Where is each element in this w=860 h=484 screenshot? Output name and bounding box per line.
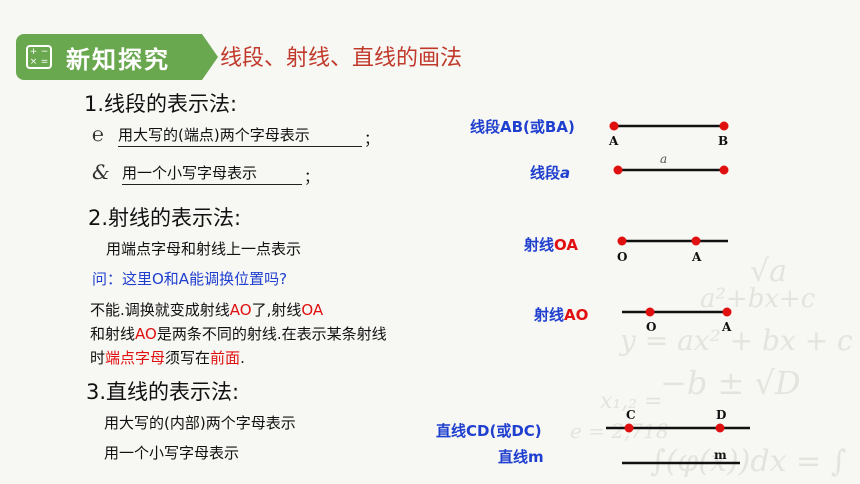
ray-answer-6: AO bbox=[135, 325, 157, 343]
calc-plus: + bbox=[29, 47, 38, 57]
ray-ao-point-a bbox=[722, 307, 732, 317]
line-cd-point-d bbox=[715, 423, 725, 433]
fig-ray-oa-prefix: 射线 bbox=[524, 236, 555, 254]
fig-ray-oa-label: 射线OA bbox=[524, 234, 578, 255]
ray-answer-10: 前面 bbox=[210, 349, 241, 367]
line-cd-label-d: D bbox=[716, 408, 727, 422]
ray-question: 问：这里O和A能调换位置吗? bbox=[92, 270, 288, 288]
ray-answer-11: . bbox=[240, 349, 245, 367]
section-badge: + − × = 新知探究 bbox=[16, 34, 218, 80]
topic-title: 线段、射线、直线的画法 bbox=[220, 46, 463, 71]
fig-seg-a-prefix: 线段 bbox=[530, 164, 561, 182]
ray-oa-point-o bbox=[617, 236, 627, 246]
fig-ray-ao-label: 射线AO bbox=[534, 304, 588, 325]
bullet-mark-2: & bbox=[92, 160, 110, 184]
ray-ao-point-o bbox=[645, 307, 655, 317]
line-cd-point-c bbox=[624, 423, 634, 433]
line-cd-label-c: C bbox=[626, 408, 636, 422]
segment-heading: 1.线段的表示法: bbox=[84, 92, 238, 116]
fig-seg-ab-label: 线段AB(或BA) bbox=[470, 118, 575, 136]
seg-ab-label-a: A bbox=[609, 134, 619, 148]
ray-answer-1: 不能.调换就变成射线 bbox=[90, 301, 230, 319]
line-rule-1: 用大写的(内部)两个字母表示 bbox=[104, 414, 296, 432]
ray-oa-label-o: O bbox=[617, 250, 628, 264]
segment-a-point-2 bbox=[719, 165, 729, 175]
segment-rule-1-suffix: ； bbox=[364, 130, 380, 148]
segment-ab-point-b bbox=[719, 121, 729, 131]
ray-oa-point-a bbox=[691, 236, 701, 246]
seg-a-var-label: a bbox=[660, 152, 668, 166]
ray-answer-8: 端点字母 bbox=[105, 349, 166, 367]
fig-seg-a-var: a bbox=[560, 164, 571, 182]
ray-answer-7: 是两条不同的射线.在表示某条射线时 bbox=[90, 325, 387, 367]
badge-title: 新知探究 bbox=[66, 45, 170, 74]
seg-ab-label-b: B bbox=[718, 134, 729, 148]
fig-line-m-label: 直线m bbox=[498, 448, 544, 466]
ray-heading: 2.射线的表示法: bbox=[88, 206, 242, 230]
fig-seg-a-label: 线段a bbox=[530, 162, 570, 183]
ray-answer-5: 和射线 bbox=[90, 325, 136, 343]
segment-rule-2: 用一个小写字母表示 bbox=[122, 162, 302, 185]
fig-ray-oa-letters: OA bbox=[554, 236, 578, 254]
ray-answer-4: OA bbox=[301, 301, 324, 319]
bullet-mark-1: ℮ bbox=[92, 122, 105, 146]
calc-equals: = bbox=[40, 57, 49, 67]
segment-ab-point-a bbox=[609, 121, 619, 131]
fig-ray-ao-prefix: 射线 bbox=[534, 306, 565, 324]
ray-answer-3: 了,射线 bbox=[251, 301, 302, 319]
calc-minus: − bbox=[40, 47, 49, 57]
line-heading: 3.直线的表示法: bbox=[86, 380, 240, 404]
calc-times: × bbox=[29, 57, 38, 67]
fig-line-cd-label: 直线CD(或DC) bbox=[436, 422, 542, 440]
segment-rule-1: 用大写的(端点)两个字母表示 bbox=[118, 124, 362, 147]
fig-ray-ao-letters: AO bbox=[564, 306, 589, 324]
line-rule-2: 用一个小写字母表示 bbox=[104, 444, 240, 462]
ray-ao-label-a: A bbox=[722, 320, 732, 334]
ray-answer-9: 须写在 bbox=[165, 349, 211, 367]
ray-oa-label-a: A bbox=[692, 250, 702, 264]
ray-rule: 用端点字母和射线上一点表示 bbox=[106, 240, 302, 258]
ray-answer-2: AO bbox=[229, 301, 252, 319]
line-m-var-label: m bbox=[714, 448, 727, 462]
segment-a-point-1 bbox=[613, 165, 623, 175]
calculator-icon: + − × = bbox=[26, 45, 52, 69]
ray-ao-label-o: O bbox=[646, 320, 657, 334]
segment-rule-2-suffix: ； bbox=[304, 168, 320, 186]
